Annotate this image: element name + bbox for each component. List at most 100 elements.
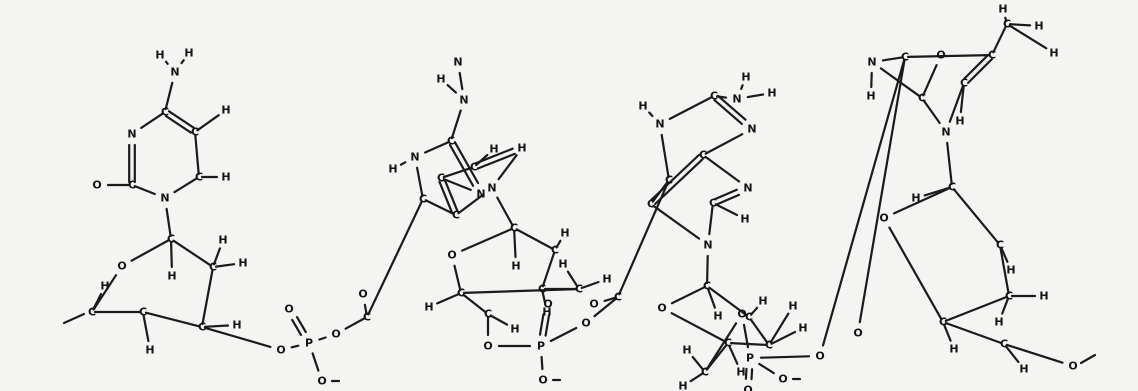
carbon-atom-label: C	[198, 321, 206, 334]
single-bond	[749, 318, 769, 344]
carbon-atom-label: C	[128, 179, 136, 192]
single-bond	[212, 247, 221, 266]
single-bond	[1004, 16, 1008, 23]
carbon-atom-label: C	[960, 77, 968, 90]
single-bond	[668, 96, 713, 121]
single-bond	[172, 239, 212, 267]
single-bond	[1008, 23, 1032, 27]
single-bond	[130, 239, 170, 262]
carbon-atom-label: C	[918, 92, 926, 105]
single-bond	[458, 71, 464, 91]
single-bond	[769, 312, 790, 344]
oxygen-atom-label: O	[581, 317, 590, 330]
carbon-atom-label: C	[575, 283, 583, 296]
single-bond	[670, 312, 727, 343]
hydrogen-atom-label: H	[542, 306, 551, 319]
single-bond	[311, 352, 320, 372]
hydrogen-atom-label: H	[1019, 363, 1028, 376]
single-bond	[549, 326, 578, 343]
hydrogen-atom-label: H	[221, 104, 230, 117]
double-bond	[476, 152, 516, 170]
carbon-atom-label: C	[457, 287, 465, 300]
single-bond	[180, 59, 185, 65]
double-bond	[474, 147, 514, 165]
oxygen-atom-label: O	[543, 298, 552, 311]
carbon-atom-label: C	[699, 149, 707, 162]
single-bond	[593, 297, 617, 318]
hydrogen-atom-label: H	[798, 322, 807, 335]
carbon-atom-label: C	[88, 306, 96, 319]
single-bond	[515, 228, 554, 250]
carbon-atom-label: C	[1003, 18, 1011, 31]
nitrogen-atom-label: N	[867, 56, 876, 69]
carbon-atom-label: C	[996, 239, 1004, 252]
single-bond	[740, 84, 744, 90]
hydrogen-atom-label: H	[788, 300, 797, 313]
single-bond	[165, 207, 172, 238]
oxygen-atom-label: O	[743, 384, 752, 391]
hydrogen-atom-label: H	[758, 295, 767, 308]
single-bond	[194, 133, 200, 176]
nitrogen-atom-label: N	[703, 239, 712, 252]
double-bond	[544, 314, 551, 337]
carbon-atom-label: C	[470, 161, 478, 174]
nitrogen-atom-label: N	[743, 182, 752, 195]
single-bond	[618, 181, 669, 296]
single-bond	[142, 313, 150, 343]
double-bond	[966, 57, 994, 85]
single-bond	[170, 240, 173, 269]
double-bond	[295, 316, 307, 334]
single-bond	[133, 185, 156, 196]
single-bond	[758, 362, 775, 375]
single-bond	[959, 84, 965, 114]
single-bond	[1005, 343, 1064, 364]
nitrogen-atom-label: N	[410, 151, 419, 164]
hydrogen-atom-label: H	[949, 343, 958, 356]
single-bond	[749, 306, 759, 316]
double-bond	[744, 367, 748, 380]
carbon-atom-label: C	[452, 209, 460, 222]
nitrogen-atom-label: N	[747, 123, 756, 136]
single-bond	[541, 251, 556, 288]
carbon-atom-label: C	[988, 49, 996, 62]
oxygen-atom-label: O	[92, 179, 101, 192]
oxygen-atom-label: O	[737, 308, 746, 321]
single-bond	[489, 314, 509, 326]
single-bond	[705, 254, 709, 285]
single-bond	[888, 226, 943, 321]
carbon-atom-label: C	[701, 366, 709, 379]
carbon-atom-label: C	[765, 339, 773, 352]
oxygen-atom-label: O	[276, 344, 285, 357]
single-bond	[541, 290, 547, 305]
double-bond	[650, 153, 701, 201]
carbon-atom-label: C	[901, 51, 909, 64]
single-bond	[881, 56, 904, 62]
double-bond	[443, 178, 459, 213]
carbon-atom-label: C	[419, 193, 427, 206]
single-bond	[580, 280, 600, 290]
single-bond	[442, 178, 472, 191]
hydrogen-atom-label: H	[511, 260, 520, 273]
double-bond	[713, 188, 738, 201]
oxygen-atom-label: O	[538, 374, 547, 387]
oxygen-atom-label: O	[358, 288, 367, 301]
single-bond	[164, 60, 169, 65]
single-bond	[555, 239, 562, 249]
hydrogen-atom-label: H	[388, 163, 397, 176]
oxygen-atom-label: O	[117, 260, 126, 273]
carbon-atom-label: C	[745, 311, 753, 324]
single-bond	[318, 336, 327, 341]
hydrogen-atom-label: H	[1049, 47, 1058, 60]
single-bond	[603, 296, 617, 302]
carbon-atom-label: C	[437, 172, 445, 185]
double-bond	[438, 180, 454, 215]
nitrogen-atom-label: N	[459, 94, 468, 107]
single-bond	[462, 293, 487, 314]
carbon-atom-label: C	[510, 222, 518, 235]
single-bond	[704, 133, 744, 155]
chain-end-bond	[1079, 353, 1097, 365]
single-bond	[714, 203, 739, 217]
double-bond	[167, 110, 196, 130]
single-bond	[140, 112, 164, 130]
double-bond	[713, 98, 744, 126]
